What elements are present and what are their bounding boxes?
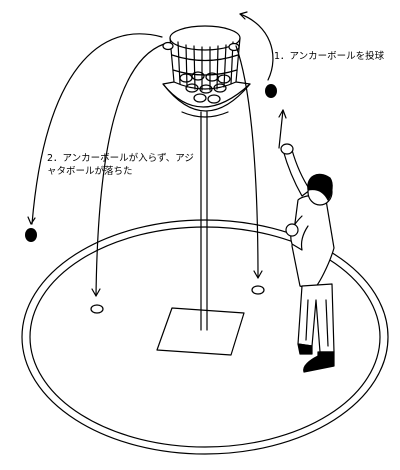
basket xyxy=(162,25,251,118)
agitated-ball-left xyxy=(90,304,104,314)
anchor-ball-fallen xyxy=(25,228,37,242)
anchor-ball-thrown xyxy=(265,84,277,98)
pole-base-plate xyxy=(156,307,245,356)
anchor-ball-fall-trajectory xyxy=(31,33,163,225)
caption-step-1: 1．アンカーボールを投球 xyxy=(274,51,385,62)
court-inner-circle xyxy=(29,226,381,448)
agitated-ball-trajectory-left xyxy=(95,43,165,297)
thrower-arrow xyxy=(278,109,284,149)
throw-trajectory-arrow xyxy=(239,13,274,81)
agitated-ball-right xyxy=(251,285,265,295)
court-outer-circle xyxy=(21,219,389,455)
thrower-person xyxy=(280,143,335,373)
caption-step-2-line-1: 2．アンカーボールが入らず、アジ xyxy=(47,153,194,164)
caption-step-2-line-2: ャタボールが落ちた xyxy=(47,166,133,177)
agitated-ball-trajectory-right xyxy=(235,45,259,279)
pole xyxy=(200,111,208,331)
